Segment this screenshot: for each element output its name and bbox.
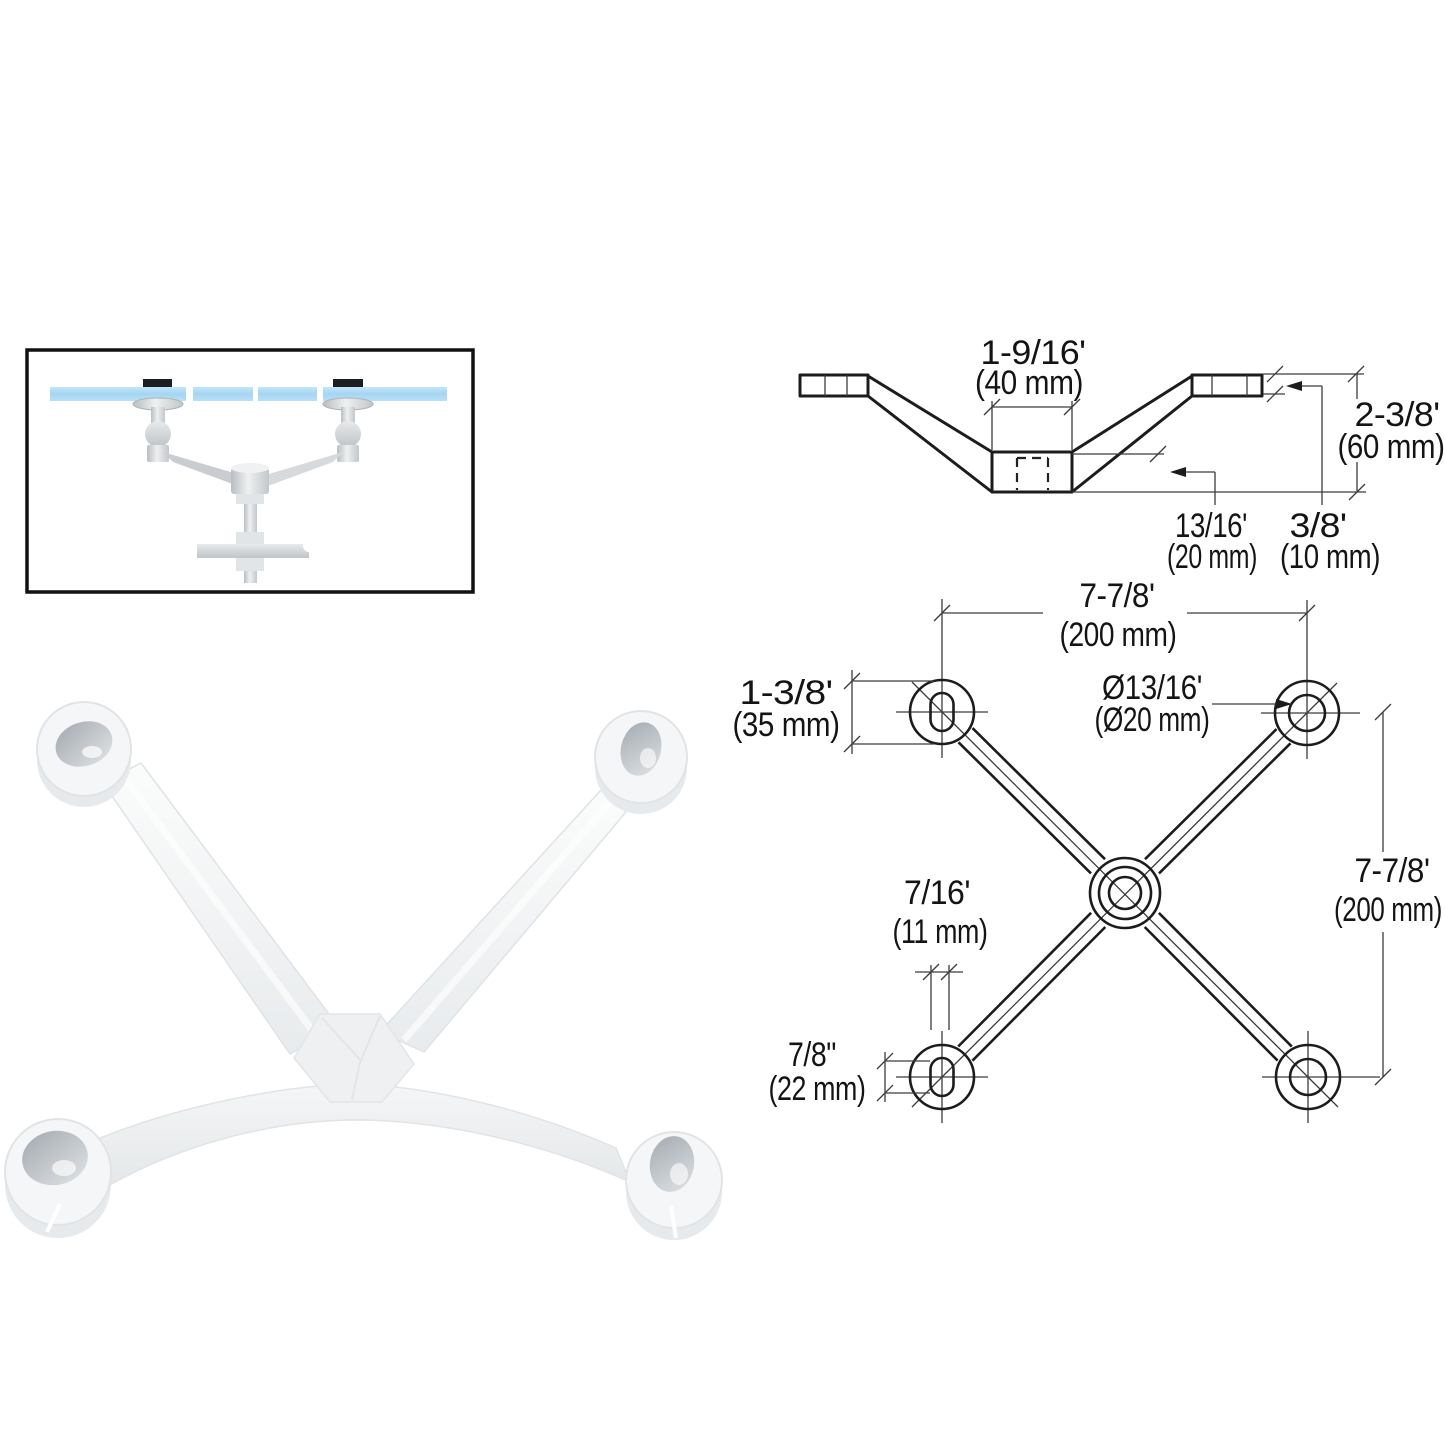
dim-slot-width-in: 7/16'	[904, 874, 970, 912]
dim-hole-diameter-mm: (Ø20 mm)	[1095, 701, 1210, 739]
boss-bottom-right	[625, 1131, 723, 1240]
gasket-cap-left	[143, 379, 172, 387]
glass-bolt-fitting-left	[132, 397, 184, 462]
center-stud-assembly	[197, 463, 315, 583]
support-plate	[197, 544, 309, 558]
dim-width-in: 1-9/16'	[981, 334, 1086, 372]
dim-span-top-mm: (200 mm)	[1060, 616, 1177, 654]
boss-bottom-left	[4, 1118, 112, 1238]
boss-slit	[45, 1203, 62, 1233]
dim-arm-thickness-in: 3/8'	[1290, 507, 1347, 545]
elevation-outline	[798, 373, 1264, 494]
dim-slot-height-mm: (22 mm)	[769, 1070, 866, 1108]
dim-hub-depth-in: 13/16'	[1175, 507, 1247, 545]
plan-centerlines	[896, 599, 1380, 1123]
plan-dimension-labels: 7-7/8' (200 mm) 1-3/8' (35 mm) Ø13/16' (…	[733, 577, 1443, 1108]
leader-arrow	[1170, 467, 1186, 477]
dim-arm-thickness-mm: (10 mm)	[1280, 538, 1380, 576]
plan-outline	[908, 678, 1342, 1111]
dim-boss-diameter-in: 1-3/8'	[740, 674, 833, 712]
glass-panels	[50, 387, 447, 401]
elevation-dimension-lines	[983, 365, 1366, 505]
dim-slot-width-mm: (11 mm)	[893, 913, 988, 951]
boss-top-left	[36, 701, 132, 807]
leader-arrow	[1286, 381, 1302, 391]
spider-arm-left	[163, 452, 249, 490]
product-photo-spider-fitting	[4, 701, 723, 1240]
gasket-cap-right	[333, 379, 363, 387]
dim-height-in: 2-3/8'	[1355, 396, 1440, 434]
boss-top-right	[594, 710, 688, 814]
dim-span-right-in: 7-7/8'	[1355, 852, 1430, 890]
application-inset-illustration	[25, 348, 475, 594]
dim-hub-depth-mm: (20 mm)	[1167, 538, 1257, 576]
leader-arrow	[1276, 699, 1292, 709]
spider-arm-right	[257, 452, 343, 490]
front-plan-drawing: 7-7/8' (200 mm) 1-3/8' (35 mm) Ø13/16' (…	[733, 577, 1443, 1123]
dim-slot-height-in: 7/8"	[788, 1036, 836, 1074]
dim-hole-diameter-in: Ø13/16'	[1102, 669, 1202, 707]
plan-dimension-lines	[843, 604, 1392, 1102]
boss-slit	[669, 1205, 678, 1239]
glass-bolt-fitting-right	[322, 397, 374, 462]
elevation-dimension-labels: 1-9/16' (40 mm) 2-3/8' (60 mm) 13/16' (2…	[975, 334, 1445, 576]
dim-width-mm: (40 mm)	[975, 364, 1083, 402]
dim-boss-diameter-mm: (35 mm)	[733, 706, 840, 744]
dim-span-right-mm: (200 mm)	[1334, 891, 1442, 929]
dim-span-top-in: 7-7/8'	[1080, 577, 1155, 615]
hidden-tapped-hole	[1015, 456, 1050, 490]
center-hub	[293, 1013, 415, 1103]
side-elevation-drawing: 1-9/16' (40 mm) 2-3/8' (60 mm) 13/16' (2…	[798, 334, 1445, 576]
dim-height-mm: (60 mm)	[1338, 428, 1445, 466]
elevation-pad-divisions	[824, 375, 1248, 396]
